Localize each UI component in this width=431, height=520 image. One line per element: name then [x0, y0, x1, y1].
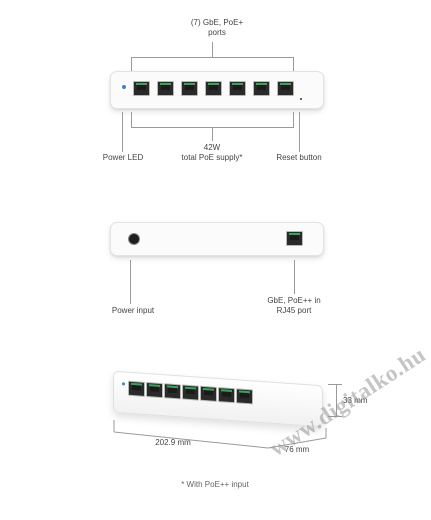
angled-power-led-icon	[122, 382, 125, 386]
reset-leader	[299, 112, 300, 152]
angled-port-6	[218, 387, 235, 404]
width-dim-label: 202.9 mm	[155, 438, 191, 447]
poe-footnote: * With PoE++ input	[181, 480, 249, 489]
poe-bracket-stem	[212, 127, 213, 141]
poe-supply-label: 42W total PoE supply*	[181, 143, 243, 162]
height-dim-top	[328, 384, 342, 385]
port-3	[181, 81, 198, 96]
reset-button-label: Reset button	[276, 153, 322, 162]
angled-port-3	[164, 383, 181, 400]
port-7	[277, 81, 294, 96]
reset-button-icon	[300, 98, 302, 100]
angled-port-1	[128, 380, 145, 397]
angled-port-2	[146, 381, 163, 399]
height-dim-line	[336, 384, 337, 417]
port-1	[133, 81, 150, 96]
angled-port-5	[200, 385, 217, 402]
ports-bracket-left	[131, 57, 132, 72]
power-led-label: Power LED	[102, 153, 144, 162]
footprint-dimension-lines	[113, 420, 327, 449]
ports-bracket	[131, 57, 294, 58]
port-6	[253, 81, 270, 96]
switch-front-view	[110, 71, 324, 109]
port-2	[157, 81, 174, 96]
depth-dim-label: 76 mm	[284, 445, 310, 454]
rj45-port-label: GbE, PoE++ in RJ45 port	[267, 296, 321, 315]
poe-bracket-right	[293, 112, 294, 128]
power-input-label: Power input	[111, 306, 155, 315]
power-input-leader	[130, 260, 131, 304]
port-4	[205, 81, 222, 96]
ports-callout-label: (7) GbE, PoE+ ports	[190, 18, 244, 37]
ports-bracket-stem	[212, 42, 213, 57]
rj45-leader	[294, 260, 295, 294]
switch-back-view	[110, 222, 324, 256]
height-dim-label: 33 mm	[343, 396, 368, 405]
poe-bracket-left	[131, 112, 132, 128]
angled-port-7	[236, 388, 253, 405]
power-input-icon	[128, 233, 140, 245]
angled-port-4	[182, 384, 199, 401]
height-dim-bottom	[328, 416, 342, 417]
port-5	[229, 81, 246, 96]
ports-bracket-right	[293, 57, 294, 72]
power-led-leader	[122, 112, 123, 152]
rj45-in-port	[286, 231, 303, 246]
power-led-icon	[122, 85, 126, 89]
